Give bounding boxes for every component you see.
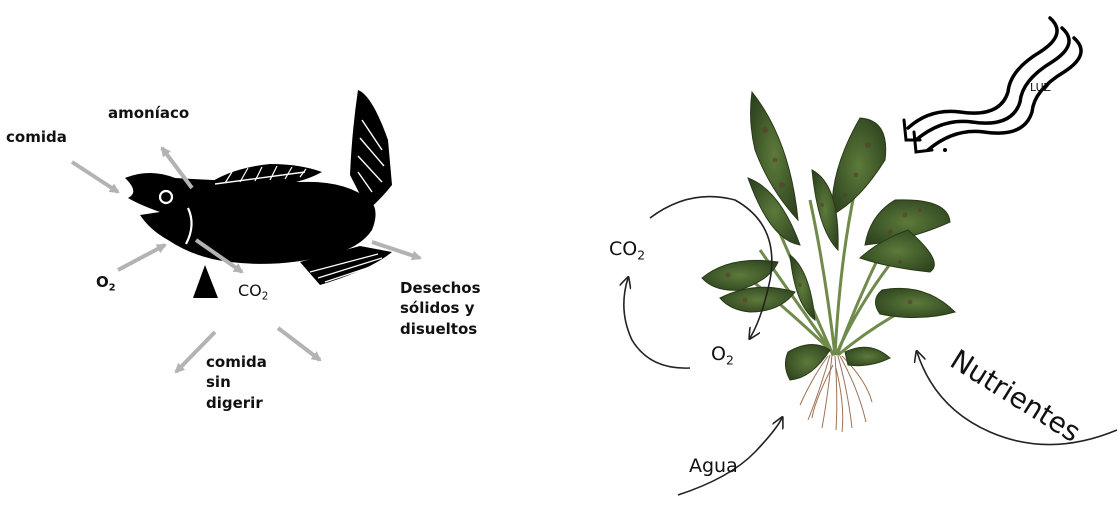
label-fish-co2: CO2 bbox=[238, 281, 268, 303]
fish-body bbox=[125, 173, 376, 264]
light-rays bbox=[904, 18, 1081, 152]
label-fish-o2: O2 bbox=[96, 273, 116, 294]
arrow-comida-in bbox=[72, 162, 118, 192]
plant-leaves bbox=[702, 92, 955, 380]
label-plant-co2: CO2 bbox=[609, 238, 645, 263]
fish-ventral-fin bbox=[193, 265, 218, 298]
label-agua: Agua bbox=[689, 455, 738, 478]
light-dot bbox=[943, 148, 947, 152]
plant-illustration bbox=[702, 92, 955, 432]
label-luz: LUZ bbox=[1030, 81, 1051, 94]
arrow-o2-in bbox=[118, 245, 165, 270]
label-comida-sin-digerir: comida sin digerir bbox=[206, 352, 267, 413]
label-comida: comida bbox=[6, 128, 67, 146]
label-amoniaco: amoníaco bbox=[108, 104, 189, 122]
arrow-comida-sin-digerir-right bbox=[278, 328, 320, 360]
label-desechos: Desechos sólidos y disueltos bbox=[400, 278, 481, 339]
arrow-o2-to-co2 bbox=[624, 278, 690, 368]
label-plant-o2: O2 bbox=[711, 343, 734, 368]
